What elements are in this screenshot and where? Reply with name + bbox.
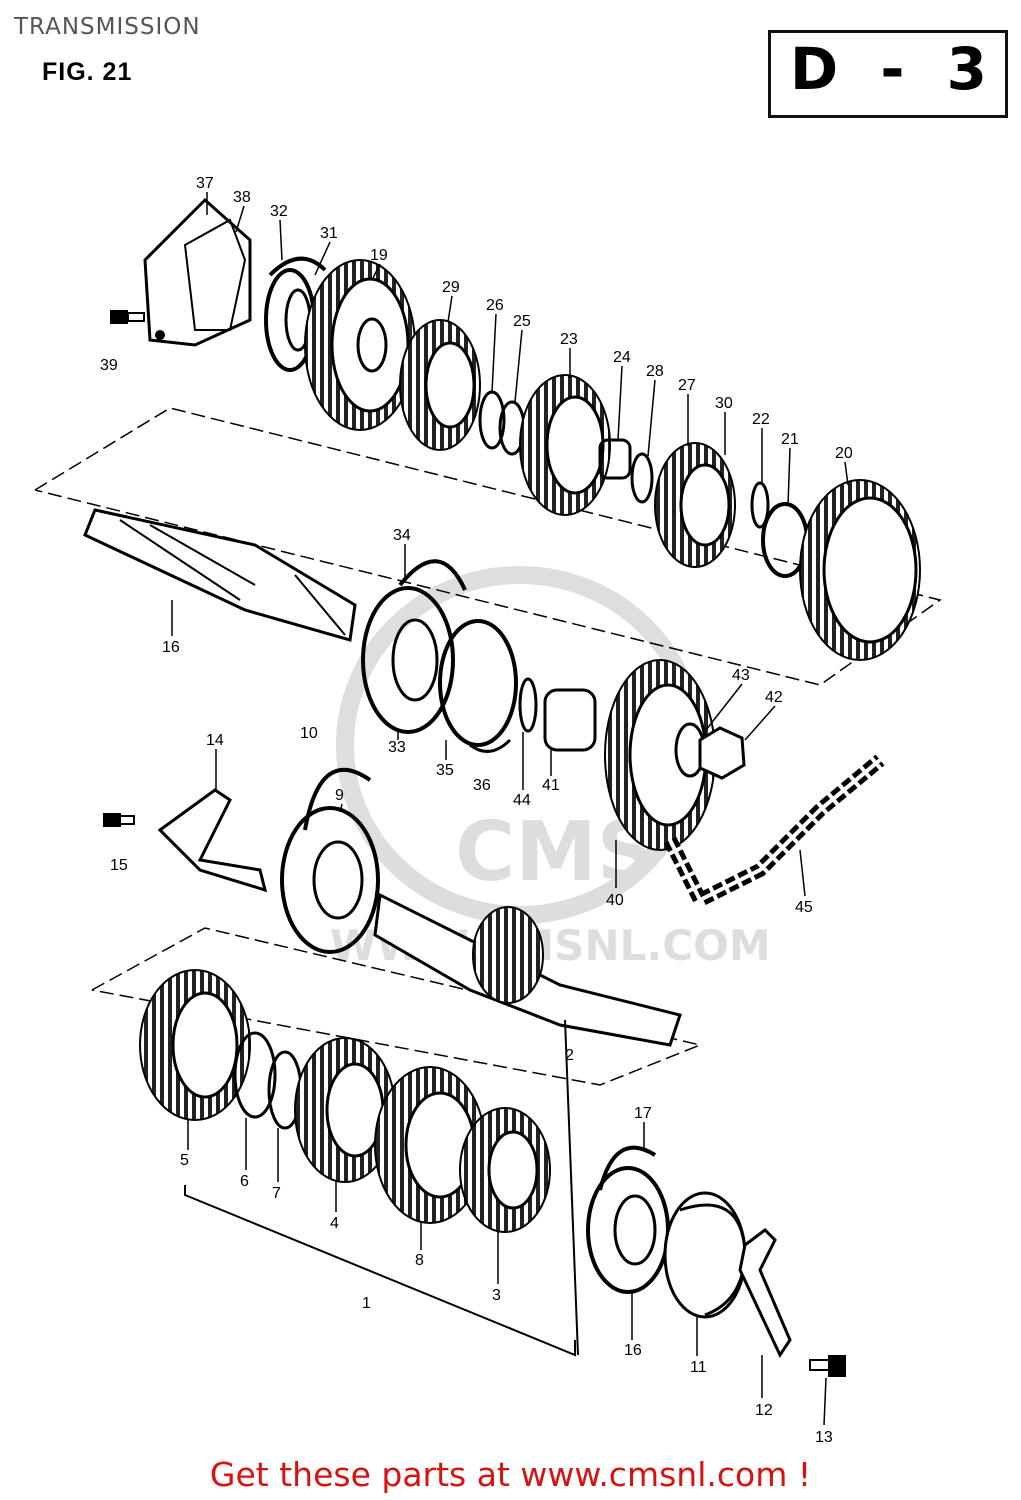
gear-5 bbox=[139, 969, 251, 1121]
section-code: D - 3 bbox=[790, 35, 991, 103]
cover-11 bbox=[663, 1191, 747, 1319]
callout-43: 43 bbox=[732, 667, 750, 684]
callout-5: 5 bbox=[180, 1152, 189, 1169]
page-title: TRANSMISSION bbox=[14, 14, 201, 40]
drive-chain-45 bbox=[663, 754, 885, 910]
gear-4 bbox=[294, 1037, 396, 1183]
leader-lines bbox=[171, 192, 849, 1426]
callout-36: 36 bbox=[473, 777, 491, 794]
bushing-24 bbox=[598, 438, 632, 480]
gear-20 bbox=[799, 479, 921, 661]
callout-6: 6 bbox=[240, 1173, 249, 1190]
stopper-12 bbox=[738, 1228, 792, 1359]
shaft-leader bbox=[564, 1019, 579, 1356]
bearing-retainer-14 bbox=[157, 788, 268, 893]
callout-28: 28 bbox=[646, 363, 664, 380]
bearing-retainer-plate bbox=[143, 197, 252, 347]
washer-6 bbox=[233, 1031, 277, 1119]
callout-1: 1 bbox=[362, 1295, 371, 1312]
callout-19: 19 bbox=[370, 247, 388, 264]
spacer-41 bbox=[543, 688, 597, 752]
callout-29: 29 bbox=[442, 279, 460, 296]
callout-4: 4 bbox=[330, 1215, 339, 1232]
circlip-32 bbox=[268, 256, 327, 277]
callout-21: 21 bbox=[781, 431, 799, 448]
footer-link[interactable]: Get these parts at www.cmsnl.com ! bbox=[209, 1455, 812, 1494]
section-box bbox=[768, 30, 1008, 118]
exploded-parts-diagram: CMS WWW.CMSNL.COM bbox=[34, 175, 942, 1446]
oil-seal-35 bbox=[438, 619, 518, 747]
callout-17: 17 bbox=[634, 1105, 652, 1122]
gear-23 bbox=[519, 374, 611, 516]
o-ring-44 bbox=[518, 677, 538, 733]
callouts: 37 38 32 31 19 29 26 25 23 24 28 27 30 2… bbox=[100, 175, 853, 1446]
callout-11: 11 bbox=[690, 1359, 707, 1376]
circlip-34 bbox=[398, 559, 467, 591]
callout-32: 32 bbox=[270, 203, 288, 220]
nut-42 bbox=[698, 726, 746, 780]
callout-41: 41 bbox=[542, 777, 560, 794]
callout-25: 25 bbox=[513, 313, 531, 330]
callout-30: 30 bbox=[715, 395, 733, 412]
callout-13: 13 bbox=[815, 1429, 833, 1446]
sprocket-40 bbox=[604, 659, 716, 851]
callout-16-lower: 16 bbox=[624, 1342, 642, 1359]
callout-23: 23 bbox=[560, 331, 578, 348]
mainshaft-outline bbox=[91, 927, 703, 1086]
callout-33: 33 bbox=[388, 739, 406, 756]
countershaft-outline bbox=[34, 407, 942, 686]
callout-37: 37 bbox=[196, 175, 214, 192]
ring-36 bbox=[469, 738, 512, 753]
callout-34: 34 bbox=[393, 527, 411, 544]
callout-9: 9 bbox=[335, 787, 344, 804]
callout-14: 14 bbox=[206, 732, 224, 749]
bearing-33 bbox=[361, 586, 455, 734]
callout-45: 45 bbox=[795, 899, 813, 916]
gear-3 bbox=[459, 1107, 551, 1233]
gear-27 bbox=[654, 442, 736, 568]
bearing-16-lower bbox=[586, 1166, 670, 1294]
main-shaft-2 bbox=[373, 892, 682, 1047]
screw-39 bbox=[110, 310, 145, 324]
callout-15: 15 bbox=[110, 857, 128, 874]
callout-44: 44 bbox=[513, 792, 531, 809]
callout-10: 10 bbox=[300, 725, 318, 742]
callout-40: 40 bbox=[606, 892, 624, 909]
washer-22 bbox=[750, 481, 770, 529]
callout-20: 20 bbox=[835, 445, 853, 462]
callout-22: 22 bbox=[752, 411, 770, 428]
callout-16-upper: 16 bbox=[162, 639, 180, 656]
callout-8: 8 bbox=[415, 1252, 424, 1269]
washer-28 bbox=[630, 452, 654, 504]
bolt-13 bbox=[809, 1355, 846, 1377]
gear-29 bbox=[399, 319, 481, 451]
callout-42: 42 bbox=[765, 689, 783, 706]
callout-35: 35 bbox=[436, 762, 454, 779]
gear-set-bracket bbox=[184, 1185, 576, 1357]
callout-38: 38 bbox=[233, 189, 251, 206]
callout-27: 27 bbox=[678, 377, 696, 394]
figure-label: FIG. 21 bbox=[42, 58, 133, 86]
callout-2: 2 bbox=[565, 1047, 574, 1064]
screw-15 bbox=[103, 813, 135, 827]
callout-24: 24 bbox=[613, 349, 631, 366]
callout-7: 7 bbox=[272, 1185, 281, 1202]
gear-19 bbox=[304, 259, 416, 431]
gear-8 bbox=[374, 1066, 486, 1224]
callout-12: 12 bbox=[755, 1402, 773, 1419]
callout-31: 31 bbox=[320, 225, 338, 242]
callout-26: 26 bbox=[486, 297, 504, 314]
callout-3: 3 bbox=[492, 1287, 501, 1304]
bearing-9 bbox=[280, 806, 380, 954]
callout-39: 39 bbox=[100, 357, 118, 374]
countershaft bbox=[83, 508, 357, 642]
